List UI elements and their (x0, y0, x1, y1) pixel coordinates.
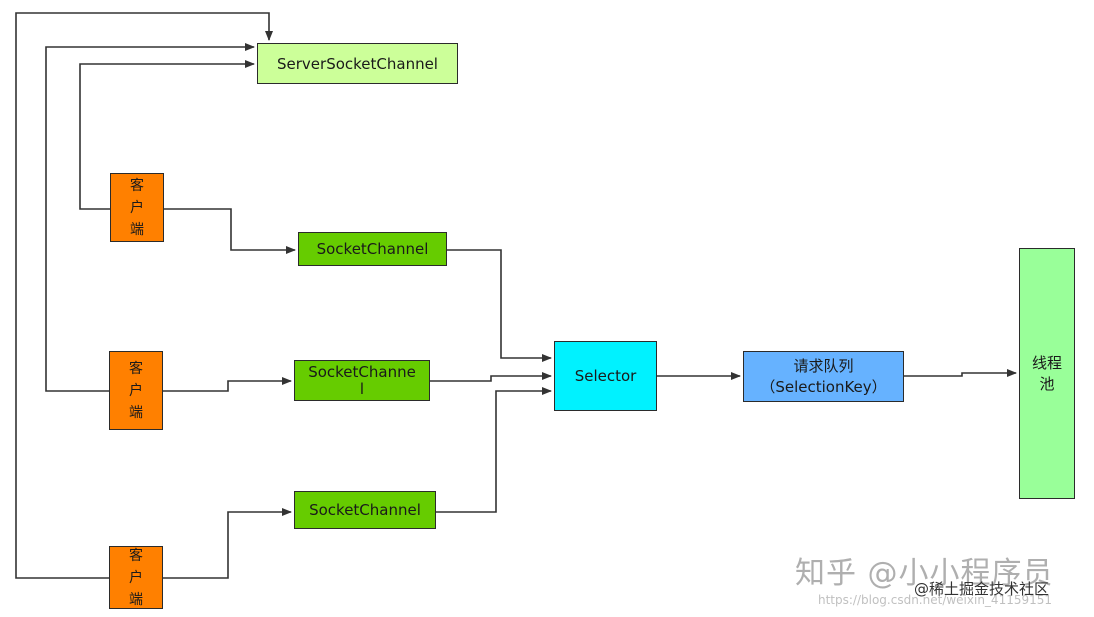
client-label-2: 客 户 端 (129, 358, 143, 424)
edge-socketchannel3-to-selector (436, 387, 552, 513)
edge-client2-to-server (45, 43, 255, 392)
edge-socketchannel2-to-selector (430, 372, 552, 382)
client-label-char: 端 (130, 221, 144, 238)
client-label-char: 端 (129, 404, 143, 421)
client-label-char: 户 (129, 382, 143, 399)
server-socket-channel-label: ServerSocketChannel (277, 54, 438, 73)
watermark-juejin: @稀土掘金技术社区 (914, 580, 1050, 598)
edge-socketchannel1-to-selector (447, 249, 552, 362)
socket-channel-label-3: SocketChannel (309, 501, 421, 519)
edge-client2-to-socketchannel2 (160, 377, 292, 392)
selector-label: Selector (574, 367, 637, 385)
edge-queue-to-threadpool (904, 369, 1017, 377)
watermark-url: https://blog.csdn.net/weixin_41159151 (818, 593, 1053, 607)
selector-node: Selector (554, 341, 657, 411)
socket-channel-label-1: SocketChannel (316, 240, 429, 258)
client-label-char: 客 (129, 360, 143, 377)
edge-client1-to-socketchannel1 (164, 208, 296, 254)
request-queue-label: 请求队列 （SelectionKey） (760, 356, 886, 398)
client-node-1: 客 户 端 (110, 173, 164, 242)
edge-client3-to-socketchannel3 (160, 508, 292, 579)
client-label-char: 端 (129, 591, 143, 608)
socket-channel-node-2: SocketChanne l (294, 360, 430, 401)
socket-channel-node-3: SocketChannel (294, 491, 436, 529)
thread-pool-node: 线程 池 (1019, 248, 1075, 499)
client-label-char: 户 (130, 199, 144, 216)
thread-pool-label-line1: 线程 (1031, 353, 1062, 372)
socket-channel-node-1: SocketChannel (298, 232, 447, 266)
client-label-3: 客 户 端 (129, 545, 143, 611)
client-label-char: 户 (129, 569, 143, 586)
request-queue-node: 请求队列 （SelectionKey） (743, 351, 904, 402)
client-label-char: 客 (129, 547, 143, 564)
client-label-char: 客 (130, 177, 144, 194)
socket-channel-label-2: SocketChanne l (308, 362, 416, 398)
edge-client1-to-server (79, 60, 255, 210)
client-node-2: 客 户 端 (109, 351, 163, 430)
client-label-1: 客 户 端 (130, 175, 144, 241)
socket-channel-label-2-line2: l (359, 379, 365, 398)
thread-pool-label-line2: 池 (1039, 374, 1055, 393)
client-node-3: 客 户 端 (109, 546, 163, 609)
socket-channel-label-2-line1: SocketChanne (308, 362, 416, 381)
edge-client3-to-server (15, 12, 273, 579)
watermark-zhihu: 知乎 @小小程序员 (795, 556, 1054, 591)
request-queue-label-line2: （SelectionKey） (760, 377, 887, 396)
request-queue-label-line1: 请求队列 (793, 356, 854, 375)
thread-pool-label: 线程 池 (1032, 353, 1062, 395)
server-socket-channel-node: ServerSocketChannel (257, 43, 458, 84)
